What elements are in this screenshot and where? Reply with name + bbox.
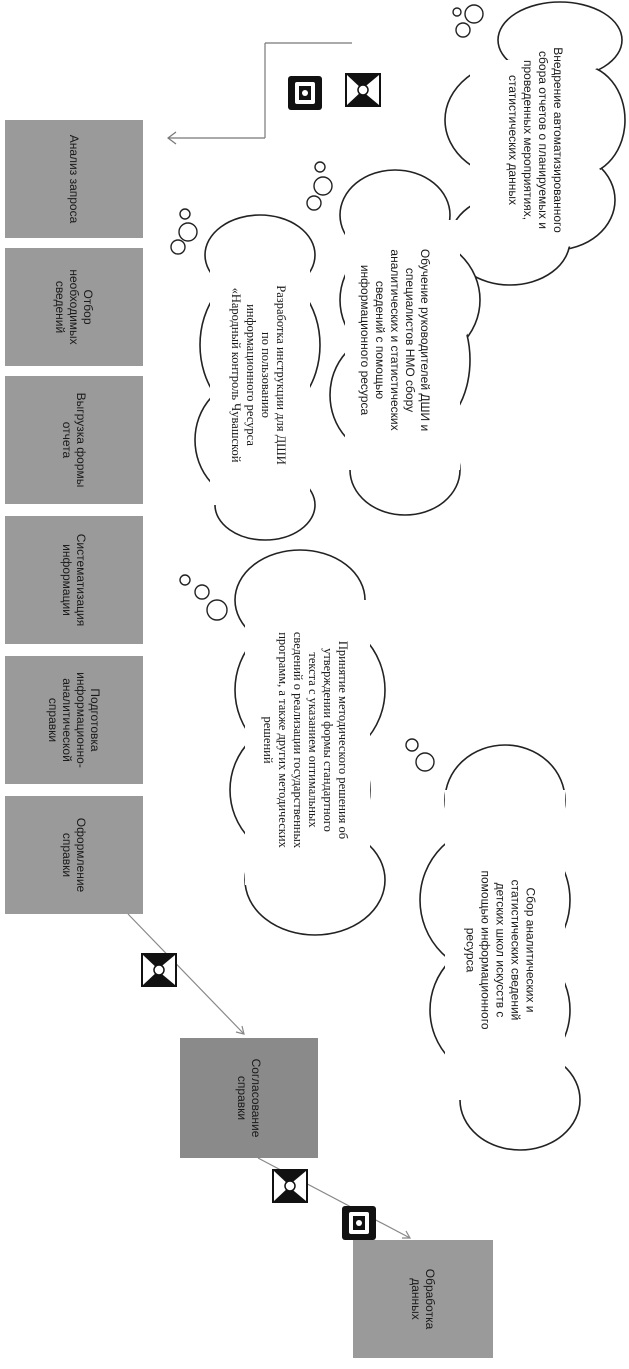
step-label-6: Оформление справки <box>60 817 88 893</box>
envelope-icon <box>272 1169 308 1203</box>
step-box-2 <box>5 248 143 366</box>
top-connector <box>167 42 352 145</box>
cloud-text-2: Обучение руководителей ДШИ и специалисто… <box>358 248 433 432</box>
connector-6-7 <box>127 913 245 1035</box>
step-box-5 <box>5 656 143 784</box>
cloud-5 <box>405 738 581 1151</box>
step-label-7: Согласование справки <box>235 1058 263 1138</box>
step-box-3 <box>5 376 143 504</box>
step-box-8 <box>353 1240 493 1358</box>
cloud-2 <box>306 161 481 516</box>
cloud-text-3: Разработка инструкции для ДШИ по пользов… <box>229 285 288 465</box>
step-label-4: Систематизация информации <box>60 533 88 627</box>
step-box-1 <box>5 120 143 238</box>
cloud-1 <box>444 1 626 286</box>
step-box-4 <box>5 516 143 644</box>
step-label-3: Выгрузка формы отчета <box>60 392 88 488</box>
step-box-7 <box>180 1038 318 1158</box>
telephone-icon <box>342 1206 376 1240</box>
cloud-text-4: Принятие методического решения об утверж… <box>261 631 350 849</box>
envelope-icon <box>141 953 177 987</box>
telephone-icon <box>288 76 322 110</box>
step-label-1: Анализ запроса <box>67 134 81 224</box>
step-label-8: Обработка данных <box>409 1268 437 1330</box>
envelope-icon <box>345 73 381 107</box>
step-label-5: Подготовка информационно- аналитической … <box>46 672 102 768</box>
cloud-text-1: Внедрение автоматизированного сбора отче… <box>506 47 565 233</box>
step-box-6 <box>5 796 143 914</box>
cloud-3 <box>170 208 321 541</box>
cloud-4 <box>179 549 386 936</box>
cloud-text-5: Сбор аналитических и статистических свед… <box>463 870 538 1030</box>
step-label-2: Отбор необходимых сведений <box>53 269 95 345</box>
